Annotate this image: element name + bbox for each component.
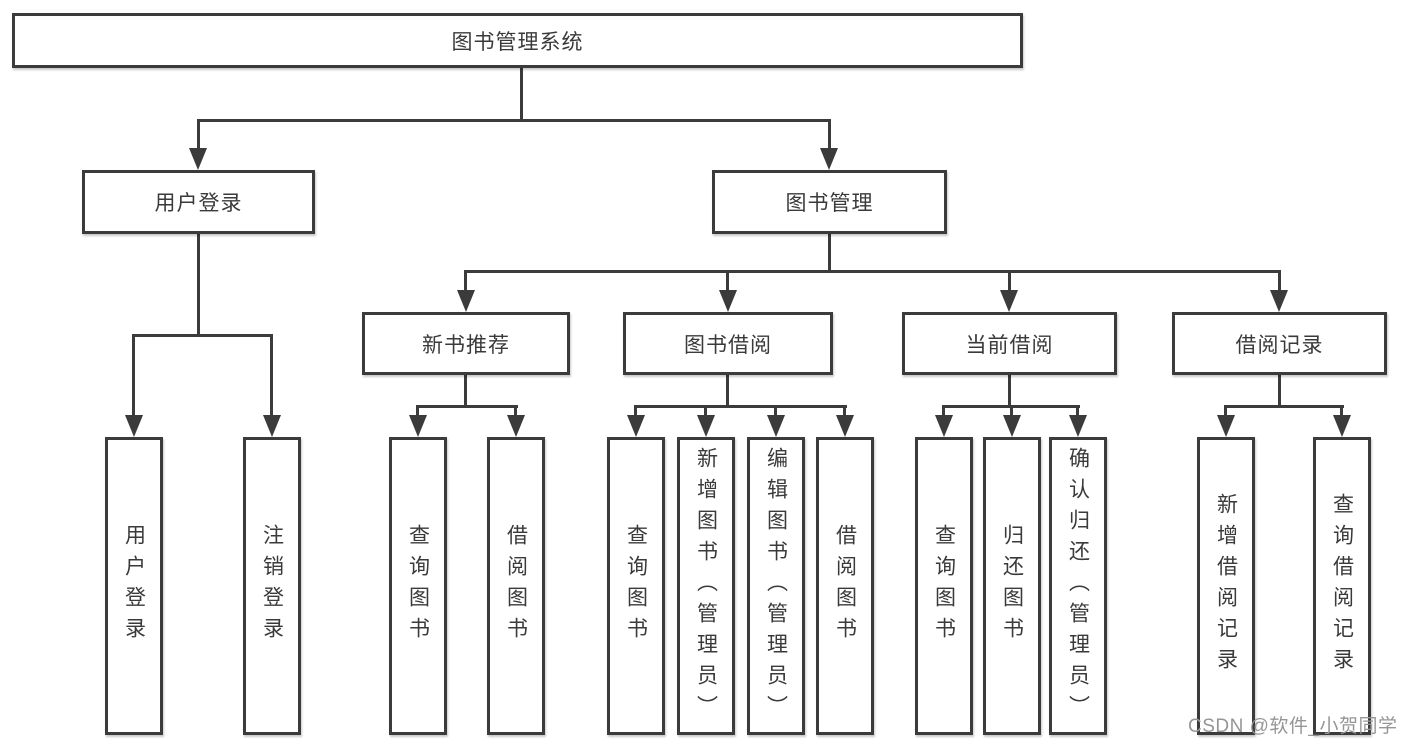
arrowhead-new-books [457,290,475,312]
node-book-management-label: 图书管理 [785,192,874,215]
arrowhead-current-borrow [1000,290,1018,312]
leaf-borrow-books: 借阅图书 [816,437,874,735]
leaf-edit-books-admin: 编辑图书（管理员） [747,437,805,735]
connector-stem-leaf-12 [1224,405,1227,417]
leaf-add-books-admin: 新增图书（管理员） [677,437,735,735]
leaf-add-borrow-record: 新增借阅记录 [1197,437,1255,735]
connector-level3-bar [464,270,1281,273]
node-user-login: 用户登录 [82,170,315,234]
connector-stem-leaf-4 [514,405,517,417]
connector-borrow-records-leaf-bar [1224,405,1344,408]
arrowhead-leaf-13 [1333,415,1351,437]
connector-stem-current-borrow [1008,270,1011,292]
leaf-user-login-label: 用户登录 [122,524,146,648]
connector-borrow-records-drop [1278,375,1281,407]
connector-current-borrow-drop [1008,375,1011,407]
node-user-login-label: 用户登录 [154,192,243,215]
node-root-label: 图书管理系统 [451,30,584,54]
leaf-logout-label: 注销登录 [260,524,284,648]
node-book-management: 图书管理 [712,170,947,234]
node-book-borrowing-label: 图书借阅 [684,333,772,357]
connector-stem-new-books [464,270,467,292]
arrowhead-book-mgmt [820,148,838,170]
connector-book-borrow-drop [726,375,729,407]
arrowhead-leaf-9 [935,415,953,437]
leaf-borrow-books-label: 借阅图书 [833,524,857,648]
leaf-search-books-recommend-label: 查询图书 [406,524,430,648]
connector-stem-borrow-records [1278,270,1281,292]
arrowhead-leaf-11 [1069,415,1087,437]
arrowhead-user-login [189,148,207,170]
leaf-return-books-label: 归还图书 [1000,524,1024,648]
node-root-library-system: 图书管理系统 [12,13,1023,68]
leaf-confirm-return-admin: 确认归还（管理员） [1049,437,1107,735]
arrowhead-leaf-8 [836,415,854,437]
arrowhead-borrow-records [1270,290,1288,312]
node-new-book-recommend-label: 新书推荐 [422,333,510,357]
arrowhead-leaf-4 [507,415,525,437]
node-current-borrowing: 当前借阅 [902,312,1117,375]
connector-stem-book-mgmt [828,119,831,150]
connector-stem-leaf-5 [634,405,637,417]
leaf-search-borrow-record-label: 查询借阅记录 [1330,493,1354,679]
leaf-return-books: 归还图书 [983,437,1041,735]
connector-user-login-bar [132,334,273,337]
arrowhead-leaf-login [125,415,143,437]
connector-stem-user-login [197,119,200,150]
leaf-add-borrow-record-label: 新增借阅记录 [1214,493,1238,679]
arrowhead-leaf-6 [697,415,715,437]
node-current-borrowing-label: 当前借阅 [965,333,1054,357]
leaf-search-books-borrow-label: 查询图书 [624,524,648,648]
connector-new-books-drop [464,375,467,407]
connector-new-books-leaf-bar [416,405,518,408]
arrowhead-leaf-logout [263,415,281,437]
leaf-edit-books-admin-label: 编辑图书（管理员） [764,446,788,726]
connector-stem-leaf-10 [1010,405,1013,417]
leaf-user-login: 用户登录 [105,437,163,735]
leaf-add-books-admin-label: 新增图书（管理员） [694,446,718,726]
leaf-search-books-recommend: 查询图书 [389,437,447,735]
arrowhead-leaf-7 [767,415,785,437]
leaf-search-books-borrow: 查询图书 [607,437,665,735]
leaf-logout: 注销登录 [243,437,301,735]
node-book-borrowing: 图书借阅 [623,312,833,375]
node-new-book-recommend: 新书推荐 [362,312,570,375]
connector-book-borrow-leaf-bar [634,405,847,408]
arrowhead-leaf-12 [1217,415,1235,437]
connector-book-mgmt-drop [828,234,831,273]
arrowhead-book-borrow [719,290,737,312]
leaf-search-books-current-label: 查询图书 [932,524,956,648]
connector-level2-bar [197,119,831,122]
connector-stem-leaf-login [132,334,135,417]
connector-root-drop [520,68,523,122]
connector-stem-leaf-13 [1340,405,1343,417]
connector-stem-leaf-3 [416,405,419,417]
connector-stem-leaf-7 [774,405,777,417]
connector-stem-leaf-6 [704,405,707,417]
arrowhead-leaf-3 [409,415,427,437]
connector-stem-book-borrow [726,270,729,292]
node-borrow-records: 借阅记录 [1172,312,1387,375]
leaf-borrow-books-recommend: 借阅图书 [487,437,545,735]
connector-user-login-drop [197,234,200,337]
leaf-search-books-current: 查询图书 [915,437,973,735]
csdn-watermark: CSDN @软件_小贺同学 [1188,716,1398,737]
arrowhead-leaf-10 [1003,415,1021,437]
connector-stem-leaf-11 [1076,405,1079,417]
connector-stem-leaf-9 [942,405,945,417]
leaf-search-borrow-record: 查询借阅记录 [1313,437,1371,735]
leaf-borrow-books-recommend-label: 借阅图书 [504,524,528,648]
connector-stem-leaf-8 [843,405,846,417]
arrowhead-leaf-5 [627,415,645,437]
leaf-confirm-return-admin-label: 确认归还（管理员） [1066,446,1090,726]
connector-stem-leaf-logout [270,334,273,417]
node-borrow-records-label: 借阅记录 [1235,333,1324,357]
